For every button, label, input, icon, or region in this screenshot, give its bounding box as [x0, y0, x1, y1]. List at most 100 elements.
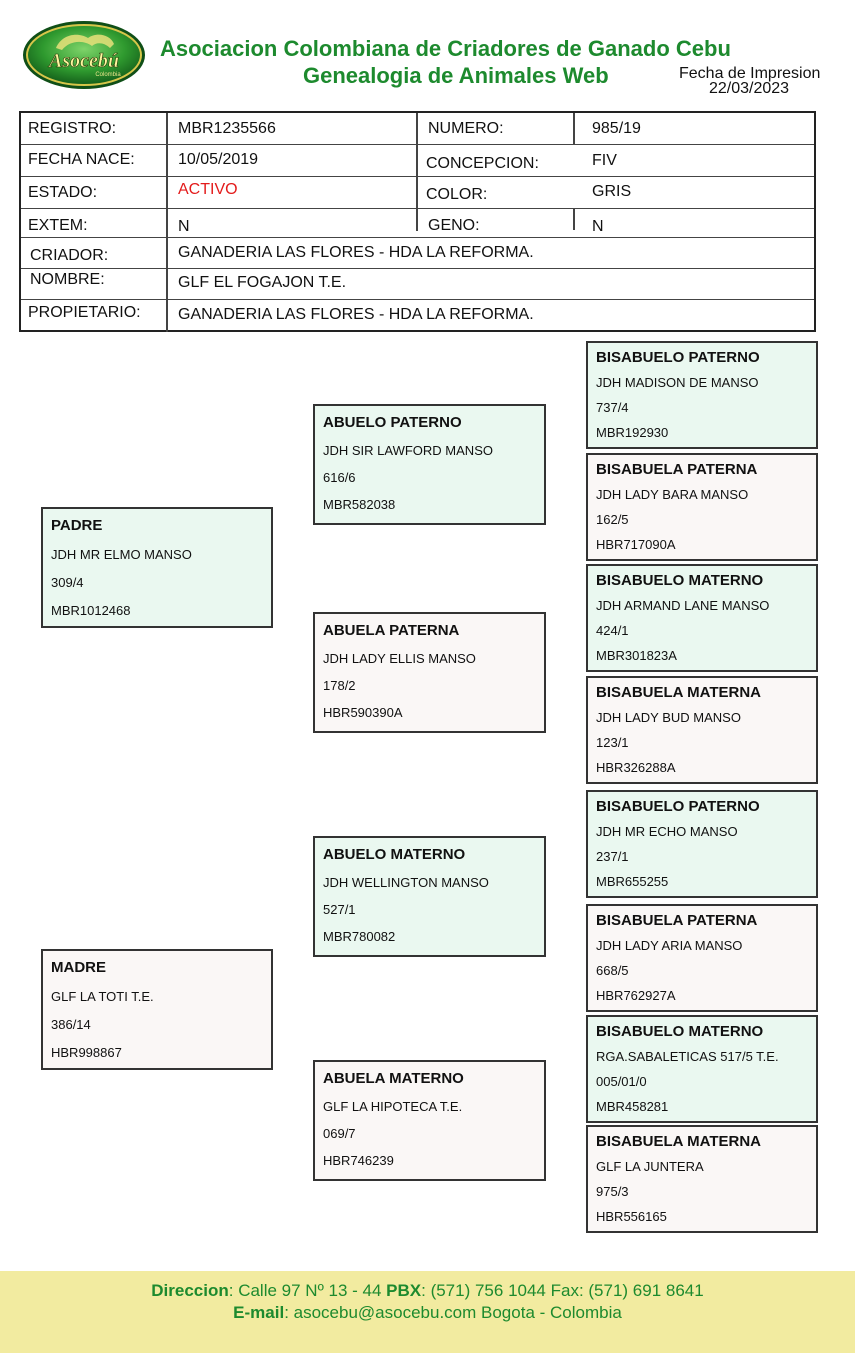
card-title: BISABUELA PATERNA: [596, 912, 758, 929]
card-title: ABUELO PATERNO: [323, 414, 462, 431]
card-title: BISABUELO MATERNO: [596, 572, 764, 589]
card-registro: HBR590390A: [323, 705, 403, 720]
card-number: 069/7: [323, 1126, 356, 1141]
card-name: JDH ARMAND LANE MANSO: [596, 598, 770, 613]
card-title: MADRE: [51, 959, 106, 976]
card-number: 616/6: [323, 470, 356, 485]
card-name: JDH SIR LAWFORD MANSO: [323, 443, 493, 458]
criador-label: CRIADOR:: [30, 247, 109, 264]
email-label: E-mail: [233, 1303, 285, 1322]
card-registro: MBR458281: [596, 1099, 669, 1114]
card-number: 005/01/0: [596, 1074, 647, 1089]
abuela-materna-card: ABUELA MATERNO GLF LA HIPOTECA T.E. 069/…: [313, 1060, 546, 1181]
nombre-label: NOMBRE:: [30, 271, 105, 288]
contact-footer: Direccion: Calle 97 Nº 13 - 44 PBX: (571…: [0, 1271, 855, 1353]
card-title: BISABUELA MATERNA: [596, 1133, 761, 1150]
card-title: BISABUELA MATERNA: [596, 684, 761, 701]
madre-card: MADRE GLF LA TOTI T.E. 386/14 HBR998867: [41, 949, 273, 1070]
page-subtitle: Genealogia de Animales Web: [303, 63, 609, 88]
card-title: ABUELA MATERNO: [323, 1070, 464, 1087]
card-title: BISABUELO PATERNO: [596, 798, 760, 815]
direccion-label: Direccion: [151, 1281, 229, 1300]
page-title: Asociacion Colombiana de Criadores de Ga…: [160, 36, 731, 61]
card-number: 737/4: [596, 400, 629, 415]
card-number: 386/14: [51, 1017, 91, 1032]
nombre-value: GLF EL FOGAJON T.E.: [178, 274, 347, 291]
bisabuelo-card: BISABUELO MATERNO JDH ARMAND LANE MANSO …: [586, 564, 818, 672]
color-label: COLOR:: [426, 186, 488, 203]
footer-address-line: Direccion: Calle 97 Nº 13 - 44 PBX: (571…: [0, 1281, 855, 1301]
card-name: JDH LADY ARIA MANSO: [596, 938, 743, 953]
card-title: ABUELA PATERNA: [323, 622, 460, 639]
card-registro: MBR582038: [323, 497, 396, 512]
direccion-value: : Calle 97 Nº 13 - 44: [228, 1281, 387, 1300]
card-registro: HBR998867: [51, 1045, 122, 1060]
bisabuelo-card: BISABUELO PATERNO JDH MR ECHO MANSO 237/…: [586, 790, 818, 898]
card-name: JDH MADISON DE MANSO: [596, 375, 759, 390]
fecha-nace-value: 10/05/2019: [178, 151, 259, 168]
footer-email-line: E-mail: asocebu@asocebu.com Bogota - Col…: [0, 1303, 855, 1323]
card-name: JDH MR ECHO MANSO: [596, 824, 738, 839]
extem-label: EXTEM:: [28, 217, 88, 234]
abuela-paterna-card: ABUELA PATERNA JDH LADY ELLIS MANSO 178/…: [313, 612, 546, 733]
card-registro: MBR1012468: [51, 603, 131, 618]
print-date-label: Fecha de Impresion: [679, 65, 821, 82]
card-number: 424/1: [596, 623, 629, 638]
card-number: 309/4: [51, 575, 84, 590]
bisabuela-card: BISABUELA PATERNA JDH LADY ARIA MANSO 66…: [586, 904, 818, 1012]
bisabuela-card: BISABUELA MATERNA GLF LA JUNTERA 975/3 H…: [586, 1125, 818, 1233]
card-number: 162/5: [596, 512, 629, 527]
geno-value: N: [592, 218, 604, 235]
bisabuela-card: BISABUELA PATERNA JDH LADY BARA MANSO 16…: [586, 453, 818, 561]
card-name: JDH LADY BARA MANSO: [596, 487, 749, 502]
print-date: 22/03/2023: [709, 80, 790, 97]
estado-value: ACTIVO: [178, 181, 238, 198]
card-number: 668/5: [596, 963, 629, 978]
card-registro: HBR762927A: [596, 988, 676, 1003]
asocebu-logo: Asocebú Colombia: [23, 21, 145, 89]
bisabuelo-card: BISABUELO PATERNO JDH MADISON DE MANSO 7…: [586, 341, 818, 449]
abuelo-paterno-card: ABUELO PATERNO JDH SIR LAWFORD MANSO 616…: [313, 404, 546, 525]
concepcion-value: FIV: [592, 152, 617, 169]
card-registro: HBR746239: [323, 1153, 394, 1168]
registro-value: MBR1235566: [178, 120, 276, 137]
card-number: 975/3: [596, 1184, 629, 1199]
concepcion-label: CONCEPCION:: [426, 155, 539, 172]
card-name: JDH LADY ELLIS MANSO: [323, 651, 476, 666]
card-number: 237/1: [596, 849, 629, 864]
propietario-value: GANADERIA LAS FLORES - HDA LA REFORMA.: [178, 306, 534, 323]
card-name: GLF LA TOTI T.E.: [51, 989, 154, 1004]
card-name: GLF LA JUNTERA: [596, 1159, 704, 1174]
registro-label: REGISTRO:: [28, 120, 117, 137]
card-name: JDH MR ELMO MANSO: [51, 547, 192, 562]
fecha-nace-label: FECHA NACE:: [28, 151, 135, 168]
card-registro: MBR655255: [596, 874, 669, 889]
card-title: PADRE: [51, 517, 103, 534]
animal-info-table: REGISTRO: MBR1235566 NUMERO: 985/19 FECH…: [19, 111, 816, 332]
email-value: : asocebu@asocebu.com Bogota - Colombia: [284, 1303, 622, 1322]
card-registro: HBR717090A: [596, 537, 676, 552]
card-title: BISABUELA PATERNA: [596, 461, 758, 478]
card-registro: MBR780082: [323, 929, 396, 944]
card-number: 178/2: [323, 678, 356, 693]
numero-value: 985/19: [592, 120, 641, 137]
svg-text:Asocebú: Asocebú: [47, 50, 119, 72]
card-title: ABUELO MATERNO: [323, 846, 466, 863]
card-name: RGA.SABALETICAS 517/5 T.E.: [596, 1049, 779, 1064]
abuelo-materno-card: ABUELO MATERNO JDH WELLINGTON MANSO 527/…: [313, 836, 546, 957]
card-name: JDH LADY BUD MANSO: [596, 710, 741, 725]
color-value: GRIS: [592, 183, 632, 200]
card-registro: HBR326288A: [596, 760, 676, 775]
card-name: GLF LA HIPOTECA T.E.: [323, 1099, 463, 1114]
svg-text:Colombia: Colombia: [95, 72, 121, 78]
criador-value: GANADERIA LAS FLORES - HDA LA REFORMA.: [178, 244, 534, 261]
card-registro: HBR556165: [596, 1209, 667, 1224]
geno-label: GENO:: [428, 217, 480, 234]
card-number: 527/1: [323, 902, 356, 917]
propietario-label: PROPIETARIO:: [28, 304, 141, 321]
card-registro: MBR192930: [596, 425, 669, 440]
numero-label: NUMERO:: [428, 120, 504, 137]
card-title: BISABUELO MATERNO: [596, 1023, 764, 1040]
card-title: BISABUELO PATERNO: [596, 349, 760, 366]
pbx-value: : (571) 756 1044 Fax: (571) 691 8641: [421, 1281, 704, 1300]
